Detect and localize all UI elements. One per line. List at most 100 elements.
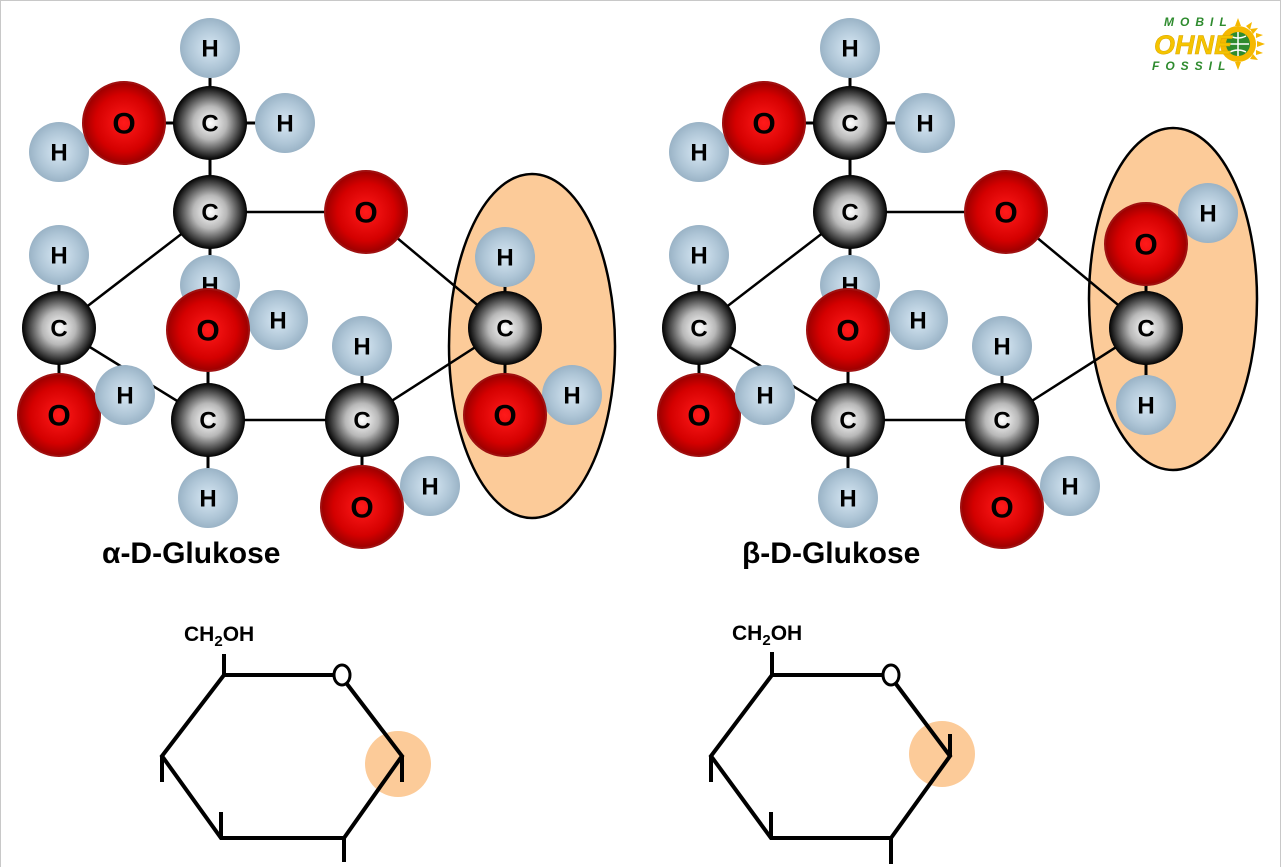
atom-symbol: O xyxy=(354,197,377,230)
anomeric-highlight-dot xyxy=(909,721,975,787)
atom-symbol: H xyxy=(839,486,856,513)
atom-symbol: O xyxy=(112,108,135,141)
alpha-ring-formula: CH2OH xyxy=(159,623,431,862)
atom-symbol: H xyxy=(276,111,293,138)
hydrogen-atom: H xyxy=(1116,375,1176,435)
carbon-atom: C xyxy=(965,383,1039,457)
atom-symbol: H xyxy=(563,383,580,410)
hydrogen-atom: H xyxy=(972,316,1032,376)
atom-symbol: O xyxy=(752,108,775,141)
atom-symbol: H xyxy=(841,36,858,63)
carbon-atom: C xyxy=(22,291,96,365)
oxygen-atom: O xyxy=(17,373,101,457)
carbon-atom: C xyxy=(468,291,542,365)
atom-symbol: H xyxy=(269,308,286,335)
atom-symbol: O xyxy=(196,315,219,348)
carbon-atom: C xyxy=(1109,291,1183,365)
atom-symbol: H xyxy=(496,245,513,272)
hydrogen-atom: H xyxy=(248,290,308,350)
atom-symbol: O xyxy=(836,315,859,348)
logo-middle-text: OHNE xyxy=(1154,30,1233,60)
atom-symbol: H xyxy=(199,486,216,513)
hydrogen-atom: H xyxy=(818,468,878,528)
hydrogen-atom: H xyxy=(735,365,795,425)
atom-symbol: C xyxy=(199,408,216,435)
hydrogen-atom: H xyxy=(895,93,955,153)
atom-symbol: H xyxy=(421,474,438,501)
carbon-atom: C xyxy=(171,383,245,457)
atom-symbol: H xyxy=(993,334,1010,361)
beta-ring-formula: CH2OH xyxy=(708,622,975,864)
carbon-atom: C xyxy=(811,383,885,457)
oxygen-atom: O xyxy=(82,81,166,165)
atom-symbol: H xyxy=(116,383,133,410)
hydrogen-atom: H xyxy=(669,122,729,182)
oxygen-atom: O xyxy=(964,170,1048,254)
hydrogen-atom: H xyxy=(1178,183,1238,243)
atom-symbol: C xyxy=(201,111,218,138)
oxygen-atom: O xyxy=(806,288,890,372)
hydrogen-atom: H xyxy=(888,290,948,350)
carbon-atom: C xyxy=(173,86,247,160)
carbon-atom: C xyxy=(813,175,887,249)
atom-symbol: C xyxy=(839,408,856,435)
atom-symbol: H xyxy=(1137,393,1154,420)
atom-symbol: C xyxy=(690,316,707,343)
hydrogen-atom: H xyxy=(400,456,460,516)
atom-symbol: H xyxy=(50,243,67,270)
hydrogen-atom: H xyxy=(669,225,729,285)
hydrogen-atom: H xyxy=(332,316,392,376)
atom-symbol: H xyxy=(201,36,218,63)
atom-symbol: H xyxy=(50,140,67,167)
carbon-atom: C xyxy=(813,86,887,160)
oxygen-atom: O xyxy=(1104,202,1188,286)
hydrogen-atom: H xyxy=(1040,456,1100,516)
hydrogen-atom: H xyxy=(95,365,155,425)
hydrogen-atom: H xyxy=(180,18,240,78)
oxygen-atom: O xyxy=(960,465,1044,549)
atom-symbol: C xyxy=(841,200,858,227)
atom-symbol: H xyxy=(1061,474,1078,501)
atom-symbol: H xyxy=(916,111,933,138)
oxygen-atom: O xyxy=(166,288,250,372)
carbon-atom: C xyxy=(662,291,736,365)
atom-symbol: O xyxy=(47,400,70,433)
atom-symbol: C xyxy=(353,408,370,435)
hydrogen-atom: H xyxy=(475,227,535,287)
globe-icon xyxy=(1226,32,1250,56)
hydrogen-atom: H xyxy=(255,93,315,153)
atom-symbol: C xyxy=(50,316,67,343)
carbon-atom: C xyxy=(173,175,247,249)
atom-symbol: O xyxy=(990,492,1013,525)
mobil-ohne-fossil-logo: MOBIL OHNE FOSSIL xyxy=(1152,15,1265,73)
atom-symbol: H xyxy=(690,243,707,270)
atom-symbol: C xyxy=(841,111,858,138)
oxygen-atom: O xyxy=(722,81,806,165)
hydrogen-atom: H xyxy=(178,468,238,528)
oxygen-atom: O xyxy=(657,373,741,457)
atom-symbol: O xyxy=(350,492,373,525)
hydrogen-atom: H xyxy=(29,225,89,285)
molecule-title: β-D-Glukose xyxy=(742,537,920,570)
atom-symbol: C xyxy=(201,200,218,227)
atom-symbol: O xyxy=(493,400,516,433)
logo-bottom-text: FOSSIL xyxy=(1152,59,1231,73)
anomeric-highlight-ellipse xyxy=(1087,126,1259,472)
ring-substituent-label: CH2OH xyxy=(184,623,254,650)
oxygen-atom: O xyxy=(463,373,547,457)
atom-symbol: C xyxy=(1137,316,1154,343)
logo-top-text: MOBIL xyxy=(1164,15,1233,29)
atom-symbol: C xyxy=(496,316,513,343)
hydrogen-atom: H xyxy=(820,18,880,78)
ring-substituent-label: CH2OH xyxy=(732,622,802,649)
atom-symbol: H xyxy=(909,308,926,335)
atom-symbol: C xyxy=(993,408,1010,435)
atom-symbol: H xyxy=(353,334,370,361)
hydrogen-atom: H xyxy=(29,122,89,182)
carbon-atom: C xyxy=(325,383,399,457)
oxygen-atom: O xyxy=(324,170,408,254)
